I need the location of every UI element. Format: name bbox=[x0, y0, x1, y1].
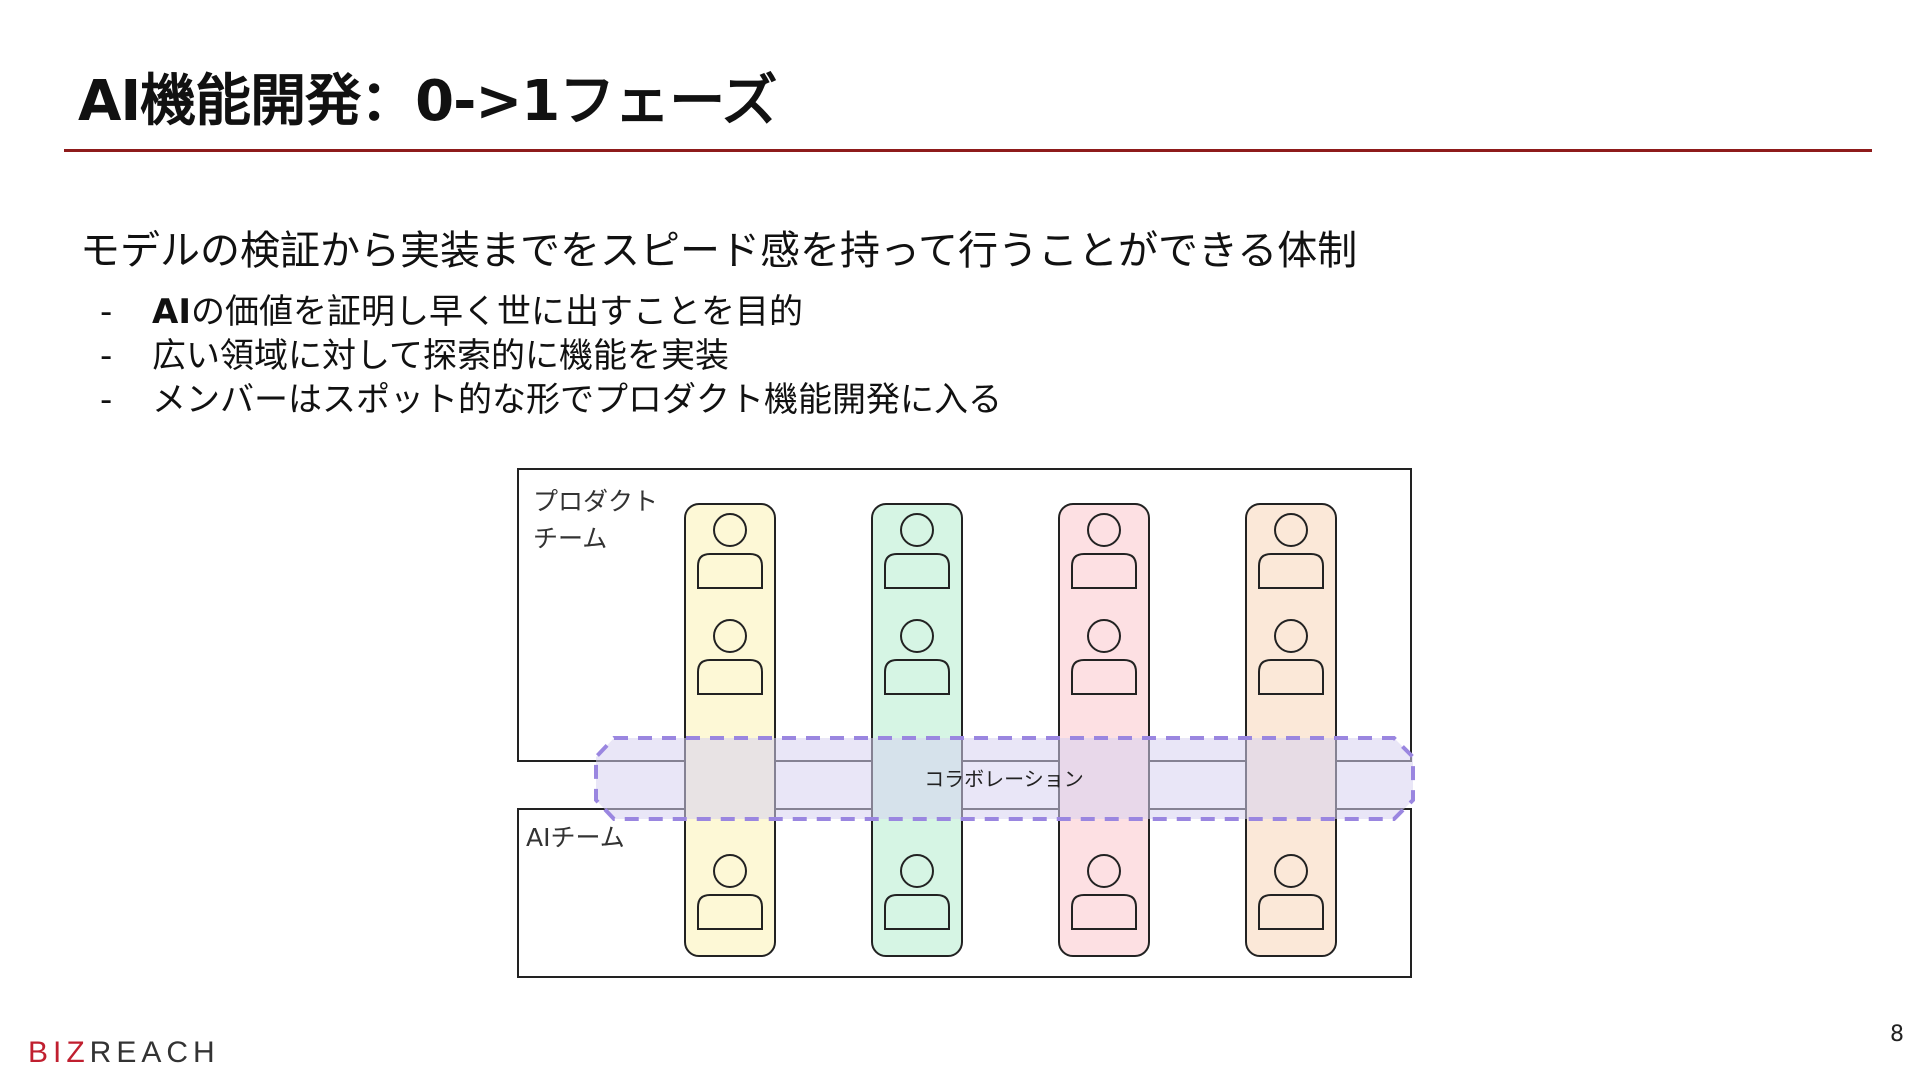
bullet-marker: - bbox=[100, 336, 113, 376]
person-icon bbox=[1258, 513, 1324, 589]
member-column bbox=[684, 503, 776, 957]
person-icon bbox=[884, 619, 950, 695]
page-number: 8 bbox=[1890, 1022, 1904, 1047]
ai-team-box bbox=[517, 808, 1412, 978]
bullet-marker: - bbox=[100, 380, 113, 420]
person-icon bbox=[884, 513, 950, 589]
bullet-text: の価値を証明し早く世に出すことを目的 bbox=[190, 292, 803, 332]
bullet-list: - AIの価値を証明し早く世に出すことを目的 - 広い領域に対して探索的に機能を… bbox=[100, 290, 1002, 422]
person-icon bbox=[697, 513, 763, 589]
person-icon bbox=[1071, 854, 1137, 930]
company-logo: BIZREACH bbox=[28, 1036, 220, 1070]
bullet-prefix: AI bbox=[152, 292, 191, 332]
member-column bbox=[1245, 503, 1337, 957]
person-icon bbox=[1071, 513, 1137, 589]
member-columns bbox=[684, 503, 1337, 957]
person-icon bbox=[697, 619, 763, 695]
person-icon bbox=[1258, 619, 1324, 695]
logo-mark: H bbox=[193, 1036, 220, 1069]
member-column-bar bbox=[684, 503, 776, 957]
logo-text-red: BIZ bbox=[28, 1036, 90, 1069]
member-column bbox=[871, 503, 963, 957]
bullet-marker: - bbox=[100, 292, 113, 332]
logo-text-dark: REAC bbox=[89, 1036, 194, 1069]
member-column-bar bbox=[871, 503, 963, 957]
member-column-bar bbox=[1058, 503, 1150, 957]
person-icon bbox=[697, 854, 763, 930]
product-team-label-line1: プロダクト bbox=[533, 487, 658, 516]
product-team-box bbox=[517, 468, 1412, 762]
bullet-text: メンバーはスポット的な形でプロダクト機能開発に入る bbox=[152, 380, 1002, 420]
bullet-item: - メンバーはスポット的な形でプロダクト機能開発に入る bbox=[100, 378, 1002, 422]
slide-title: AI機能開発：0->1フェーズ bbox=[78, 69, 777, 134]
title-divider bbox=[64, 149, 1872, 152]
bullet-text: 広い領域に対して探索的に機能を実装 bbox=[152, 336, 729, 376]
member-column bbox=[1058, 503, 1150, 957]
bullet-item: - 広い領域に対して探索的に機能を実装 bbox=[100, 334, 1002, 378]
collaboration-band bbox=[594, 736, 1415, 821]
person-icon bbox=[1258, 854, 1324, 930]
person-icon bbox=[884, 854, 950, 930]
member-column-bar bbox=[1245, 503, 1337, 957]
collaboration-label: コラボレーション bbox=[924, 767, 1084, 791]
bullet-item: - AIの価値を証明し早く世に出すことを目的 bbox=[100, 290, 1002, 334]
product-team-label-line2: チーム bbox=[533, 524, 607, 553]
slide-subtitle: モデルの検証から実装までをスピード感を持って行うことができる体制 bbox=[80, 228, 1358, 274]
person-icon bbox=[1071, 619, 1137, 695]
ai-team-label: AIチーム bbox=[526, 823, 625, 852]
